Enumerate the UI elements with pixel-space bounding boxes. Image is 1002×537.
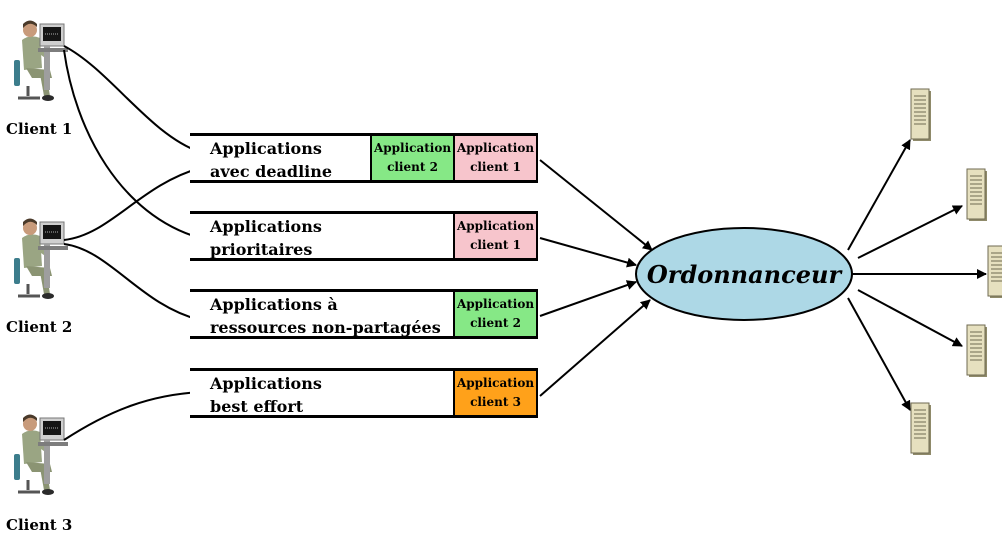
client-3-label: Client 3 (6, 516, 73, 534)
queue-label: Applications prioritaires (210, 217, 322, 259)
queue-label: Applications à ressources non-partagées (210, 295, 441, 337)
arrow-scheduler-to-server-1 (847, 139, 911, 251)
queue-slot-application-client-1: Application client 1 (453, 214, 536, 258)
server-4-icon (966, 324, 988, 378)
arrow-scheduler-to-server-4 (857, 289, 963, 347)
client-1-label: Client 1 (6, 120, 73, 138)
arrow-client2-to-ressources (63, 243, 201, 323)
slot-label: Application client 2 (456, 297, 535, 330)
arrow-client1-to-prioritaires (63, 49, 201, 241)
arrow-client1-to-deadline (63, 45, 201, 154)
queue-label: Applications best effort (210, 374, 322, 416)
server-2-icon (966, 168, 988, 222)
queue-slot-application-client-3: Application client 3 (453, 371, 536, 415)
arrow-prioritaires-to-scheduler (539, 237, 637, 268)
arrow-scheduler-to-server-2 (857, 205, 963, 259)
arrow-deadline-to-scheduler (539, 159, 653, 251)
queue-ressources-non-partagees: Applications à ressources non-partagées … (190, 289, 538, 339)
queue-best-effort: Applications best effort Application cli… (190, 368, 538, 418)
queue-avec-deadline: Applications avec deadline Application c… (190, 133, 538, 183)
queue-slot-application-client-2: Application client 2 (370, 136, 453, 180)
server-1-icon (910, 88, 932, 142)
queue-prioritaires: Applications prioritaires Application cl… (190, 211, 538, 261)
server-5-icon (910, 402, 932, 456)
queue-slot-application-client-1: Application client 1 (453, 136, 536, 180)
client-2-label: Client 2 (6, 318, 73, 336)
client-1-icon (12, 19, 70, 102)
slot-label: Application client 2 (373, 141, 452, 174)
arrow-ressources-to-scheduler (539, 280, 637, 317)
slot-label: Application client 1 (456, 219, 535, 252)
queue-slot-application-client-2: Application client 2 (453, 292, 536, 336)
scheduler-label: Ordonnanceur (646, 259, 842, 289)
slot-label: Application client 3 (456, 376, 535, 409)
client-3-icon (12, 413, 70, 496)
arrow-client3-to-besteffort (63, 387, 201, 441)
arrow-client2-to-deadline (63, 165, 201, 241)
client-2-icon (12, 217, 70, 300)
slot-label: Application client 1 (456, 141, 535, 174)
server-3-icon (987, 245, 1002, 299)
queue-label: Applications avec deadline (210, 139, 333, 181)
arrow-scheduler-to-server-5 (847, 297, 911, 411)
arrow-besteffort-to-scheduler (539, 299, 651, 397)
